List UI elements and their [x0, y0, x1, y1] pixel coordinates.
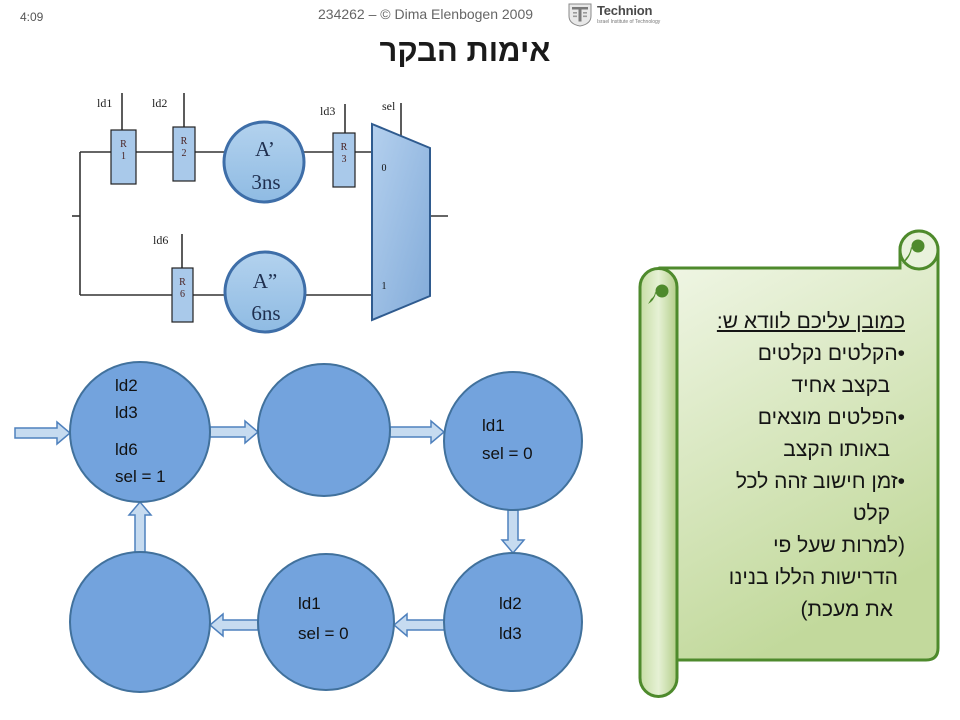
state-3: ld1 sel = 0 [443, 371, 583, 511]
arrow-state5-to-state6 [208, 612, 259, 638]
scroll-text: כמובן עליכם לוודא ש: •הקלטים נקלטים בקצב… [665, 306, 905, 626]
unit-a-prime: A’ 3ns [222, 120, 306, 204]
bullet-char: • [897, 342, 905, 365]
course-copyright: 234262 – © Dima Elenbogen 2009 [318, 6, 534, 22]
register-r2-letter: R [181, 136, 188, 147]
register-r1-letter: R [120, 139, 127, 150]
datapath-circuit: ld1 ld2 ld3 sel ld6 R 1 R 2 R 3 R 6 A’ [72, 93, 448, 334]
arrow-state2-to-state3 [389, 419, 446, 445]
slide-time: 4:09 [20, 10, 44, 24]
unit-a-double-prime-name: A” [253, 269, 278, 293]
transition-arrows [14, 419, 526, 638]
unit-a-double-prime-delay: 6ns [251, 301, 280, 325]
state-3-line: ld1 [482, 416, 505, 435]
technion-emblem-icon [568, 3, 592, 27]
register-r2: R 2 [172, 126, 196, 182]
state-1-line: ld3 [115, 403, 138, 422]
state-1-line: ld2 [115, 376, 138, 395]
ld1-label: ld1 [97, 96, 112, 110]
state-2 [257, 363, 391, 497]
unit-a-prime-name: A’ [255, 137, 275, 161]
bullet-item: •הפלטים מוצאים [665, 402, 905, 434]
register-r3-index: 3 [342, 154, 347, 165]
bullet-item: •הקלטים נקלטים [665, 338, 905, 370]
arrow-state6-to-state1 [127, 500, 153, 553]
ld2-label: ld2 [152, 96, 167, 110]
state-4-line: ld2 [499, 594, 522, 613]
bullet-item: •זמן חישוב זהה לכל [665, 466, 905, 498]
note-line: הדרישות הללו בנינו [728, 566, 898, 589]
register-r3-letter: R [341, 142, 348, 153]
state-6 [69, 551, 211, 693]
scroll-heading: כמובן עליכם לוודא ש: [716, 310, 905, 333]
state-4: ld2 ld3 [443, 552, 583, 692]
state-3-line: sel = 0 [482, 444, 533, 463]
note-line: (למרות שעל פי [773, 534, 905, 557]
state-5-line: sel = 0 [298, 624, 349, 643]
bullet-continuation: באותו הקצב [783, 438, 890, 461]
ld3-label: ld3 [320, 104, 335, 118]
unit-a-prime-delay: 3ns [251, 170, 280, 194]
arrow-state4-to-state5 [392, 612, 446, 638]
state-5: ld1 sel = 0 [257, 553, 395, 691]
bullet-line: זמן חישוב זהה לכל [735, 470, 898, 493]
state-machine: ld2 ld3 ld6 sel = 1 ld1 sel = 0 ld2 ld3 … [14, 361, 583, 693]
state-1-line: sel = 1 [115, 467, 166, 486]
scroll-left-roll [638, 267, 679, 698]
bullet-line: הקלטים נקלטים [757, 342, 898, 365]
bullet-line: הפלטים מוצאים [757, 406, 898, 429]
arrow-state3-to-state4 [500, 509, 526, 555]
bullet-continuation: קלט [852, 502, 890, 525]
multiplexer: 0 1 [371, 122, 431, 322]
mux-input-1-label: 1 [382, 281, 387, 292]
arrow-entry [14, 420, 72, 446]
sel-label: sel [382, 99, 396, 113]
register-r3: R 3 [332, 132, 356, 188]
unit-a-double-prime: A” 6ns [223, 250, 307, 334]
register-r6-letter: R [179, 277, 186, 288]
bullet-char: • [897, 406, 905, 429]
bullet-char: • [897, 470, 905, 493]
register-r1: R 1 [110, 129, 137, 185]
scroll-callout [638, 229, 940, 698]
ld6-label: ld6 [153, 233, 168, 247]
technion-logo-subtitle: Israel Institute of Technology [597, 19, 661, 25]
scroll-top-curl-icon [902, 239, 925, 264]
register-r6: R 6 [171, 267, 194, 323]
register-r6-index: 6 [180, 289, 185, 300]
state-4-line: ld3 [499, 624, 522, 643]
wires [72, 93, 448, 296]
slide-title: אימות הבקר [379, 33, 551, 68]
state-5-line: ld1 [298, 594, 321, 613]
arrow-state1-to-state2 [209, 419, 260, 445]
scroll-left-curl-icon [648, 284, 669, 304]
state-1-line: ld6 [115, 440, 138, 459]
register-r1-index: 1 [121, 151, 126, 162]
note-line: את מעכת) [800, 598, 893, 621]
technion-logo-name: Technion [597, 3, 653, 18]
register-r2-index: 2 [182, 148, 187, 159]
mux-input-0-label: 0 [382, 163, 387, 174]
bullet-continuation: בקצב אחיד [791, 374, 890, 397]
state-1: ld2 ld3 ld6 sel = 1 [69, 361, 211, 503]
